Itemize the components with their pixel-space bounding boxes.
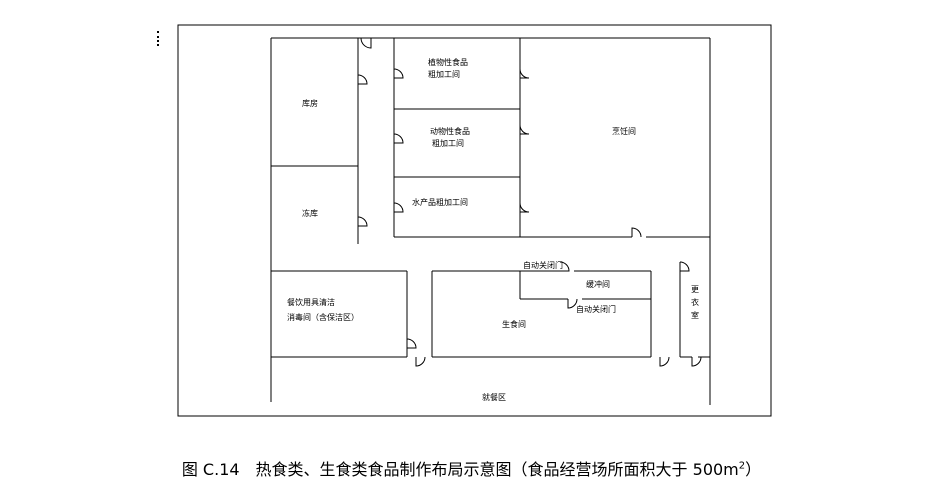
label-dining: 就餐区 xyxy=(482,392,506,402)
door-animal xyxy=(393,133,404,144)
door-plant-cooking xyxy=(519,68,530,79)
label-auto-door-1: 自动关闭门 xyxy=(523,260,563,270)
door-dining-1 xyxy=(415,356,426,367)
door-aquatic xyxy=(393,202,404,213)
caption-superscript: 2 xyxy=(738,460,746,472)
door-dining-3 xyxy=(691,356,702,367)
door-freezer xyxy=(357,216,368,227)
label-freezer: 冻库 xyxy=(302,208,318,218)
door-dining-2 xyxy=(659,356,670,367)
label-auto-door-2: 自动关闭门 xyxy=(576,304,616,314)
figure-caption: 图 C.14 热食类、生食类食品制作布局示意图（食品经营场所面积大于 500m2… xyxy=(0,456,943,480)
caption-text: 图 C.14 热食类、生食类食品制作布局示意图（食品经营场所面积大于 500m xyxy=(181,460,739,479)
label-buffer: 缓冲间 xyxy=(586,279,610,289)
door-corridor-top xyxy=(360,37,372,49)
outer-frame xyxy=(177,24,772,417)
door-tableware xyxy=(406,338,417,349)
door-plant xyxy=(393,68,404,79)
label-raw-food: 生食间 xyxy=(502,319,526,329)
label-changing-2: 衣 xyxy=(691,297,699,307)
label-aquatic: 水产品粗加工间 xyxy=(412,197,468,207)
door-changing-top xyxy=(679,261,690,272)
door-storeroom xyxy=(357,74,368,85)
floor-plan: 库房 植物性食品 粗加工间 动物性食品 粗加工间 水产品粗加工间 烹饪间 冻库 … xyxy=(177,24,772,417)
door-cooking-bottom xyxy=(631,227,642,238)
label-animal-2: 粗加工间 xyxy=(432,138,464,148)
label-plant-2: 粗加工间 xyxy=(428,69,460,79)
label-cooking: 烹饪间 xyxy=(612,126,636,136)
door-auto-close-2 xyxy=(567,298,578,309)
label-plant-1: 植物性食品 xyxy=(428,57,468,67)
label-tableware-2: 消毒间（含保洁区） xyxy=(287,312,359,322)
caption-close: ） xyxy=(745,460,762,479)
label-changing-1: 更 xyxy=(691,285,699,294)
door-animal-cooking xyxy=(519,124,530,135)
label-storeroom: 库房 xyxy=(302,98,318,108)
door-auto-close-1 xyxy=(559,261,570,272)
label-changing-3: 室 xyxy=(691,310,699,320)
margin-mark xyxy=(157,31,160,46)
label-animal-1: 动物性食品 xyxy=(430,126,470,136)
door-aquatic-cooking xyxy=(519,202,530,213)
label-tableware-1: 餐饮用具清洁 xyxy=(287,297,335,307)
